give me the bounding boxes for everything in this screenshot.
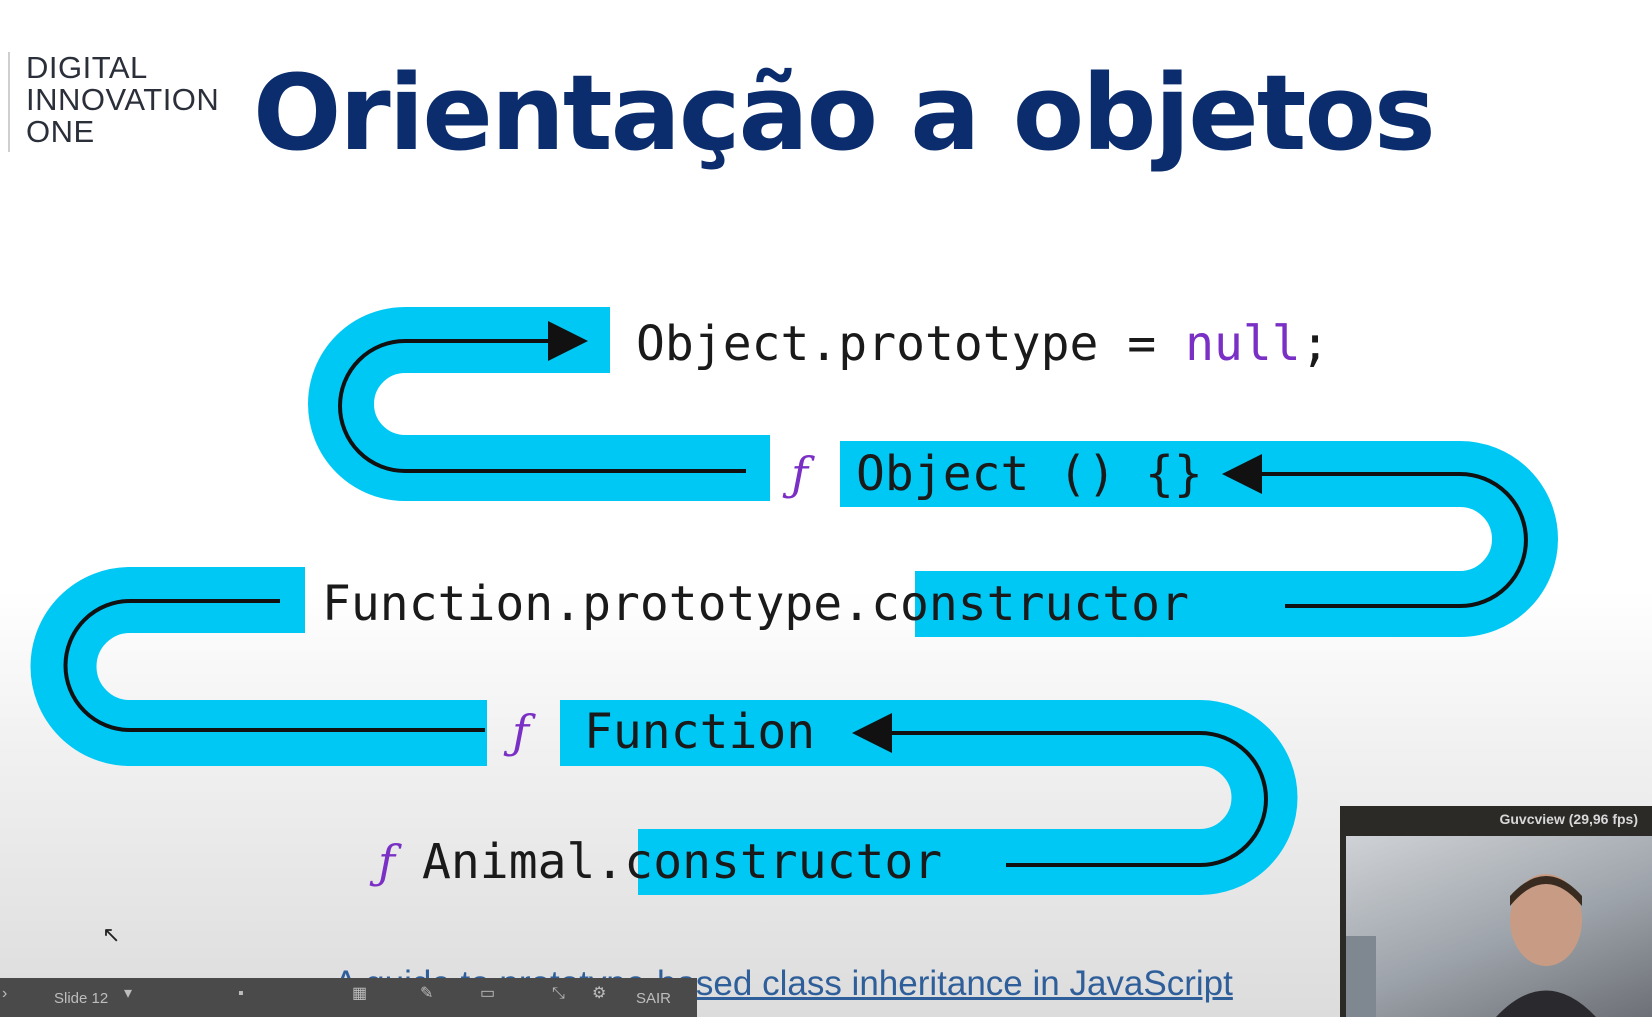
grid-icon[interactable]: ▦ — [352, 985, 368, 1002]
pen-icon[interactable]: ✎ — [420, 985, 434, 1002]
mouse-pointer-icon: ↖ — [102, 922, 121, 947]
slide-selector[interactable]: Slide 12 — [54, 990, 109, 1007]
webcam-video — [1346, 836, 1652, 1017]
f-icon-animal: ƒ — [369, 835, 402, 889]
screen-icon[interactable]: ▭ — [480, 985, 496, 1002]
shrink-icon[interactable]: ⤡ — [552, 985, 565, 1002]
presentation-toolbar: › Slide 12 ▾ ▪ ▦ ✎ ▭ ⤡ ⚙ SAIR — [0, 978, 697, 1017]
arrow-1 — [338, 321, 746, 473]
f-icon-object: ƒ — [782, 447, 815, 501]
brand-line-2: INNOVATION — [26, 82, 220, 117]
arrow-2 — [1222, 454, 1528, 608]
webcam-title: Guvcview (29,96 fps) — [1499, 811, 1638, 827]
arrow-4 — [852, 713, 1268, 867]
row-object-constructor: Object () {} — [856, 446, 1203, 502]
arrow-3 — [63, 599, 485, 732]
brand-line-1: DIGITAL — [26, 50, 148, 85]
chevron-right-icon[interactable]: › — [2, 985, 8, 1002]
brand-logo: DIGITAL INNOVATION ONE — [8, 52, 219, 152]
f-icon-function: ƒ — [503, 705, 536, 759]
chevron-down-icon[interactable]: ▾ — [124, 985, 133, 1002]
arrow-lines — [63, 321, 1528, 867]
row-object-prototype: Object.prototype = null; — [636, 316, 1330, 372]
gear-icon[interactable]: ⚙ — [592, 985, 607, 1002]
row-function-prototype: Function.prototype.constructor — [322, 576, 1189, 632]
webcam-window[interactable]: Guvcview (29,96 fps) — [1340, 806, 1652, 1017]
row-animal-constructor: Animal.constructor — [422, 834, 942, 890]
brand-line-3: ONE — [26, 114, 95, 149]
slide-title: Orientação a objetos — [253, 52, 1436, 174]
exit-button[interactable]: SAIR — [636, 990, 672, 1007]
row-function: Function — [584, 704, 815, 760]
comment-icon[interactable]: ▪ — [238, 985, 244, 1002]
